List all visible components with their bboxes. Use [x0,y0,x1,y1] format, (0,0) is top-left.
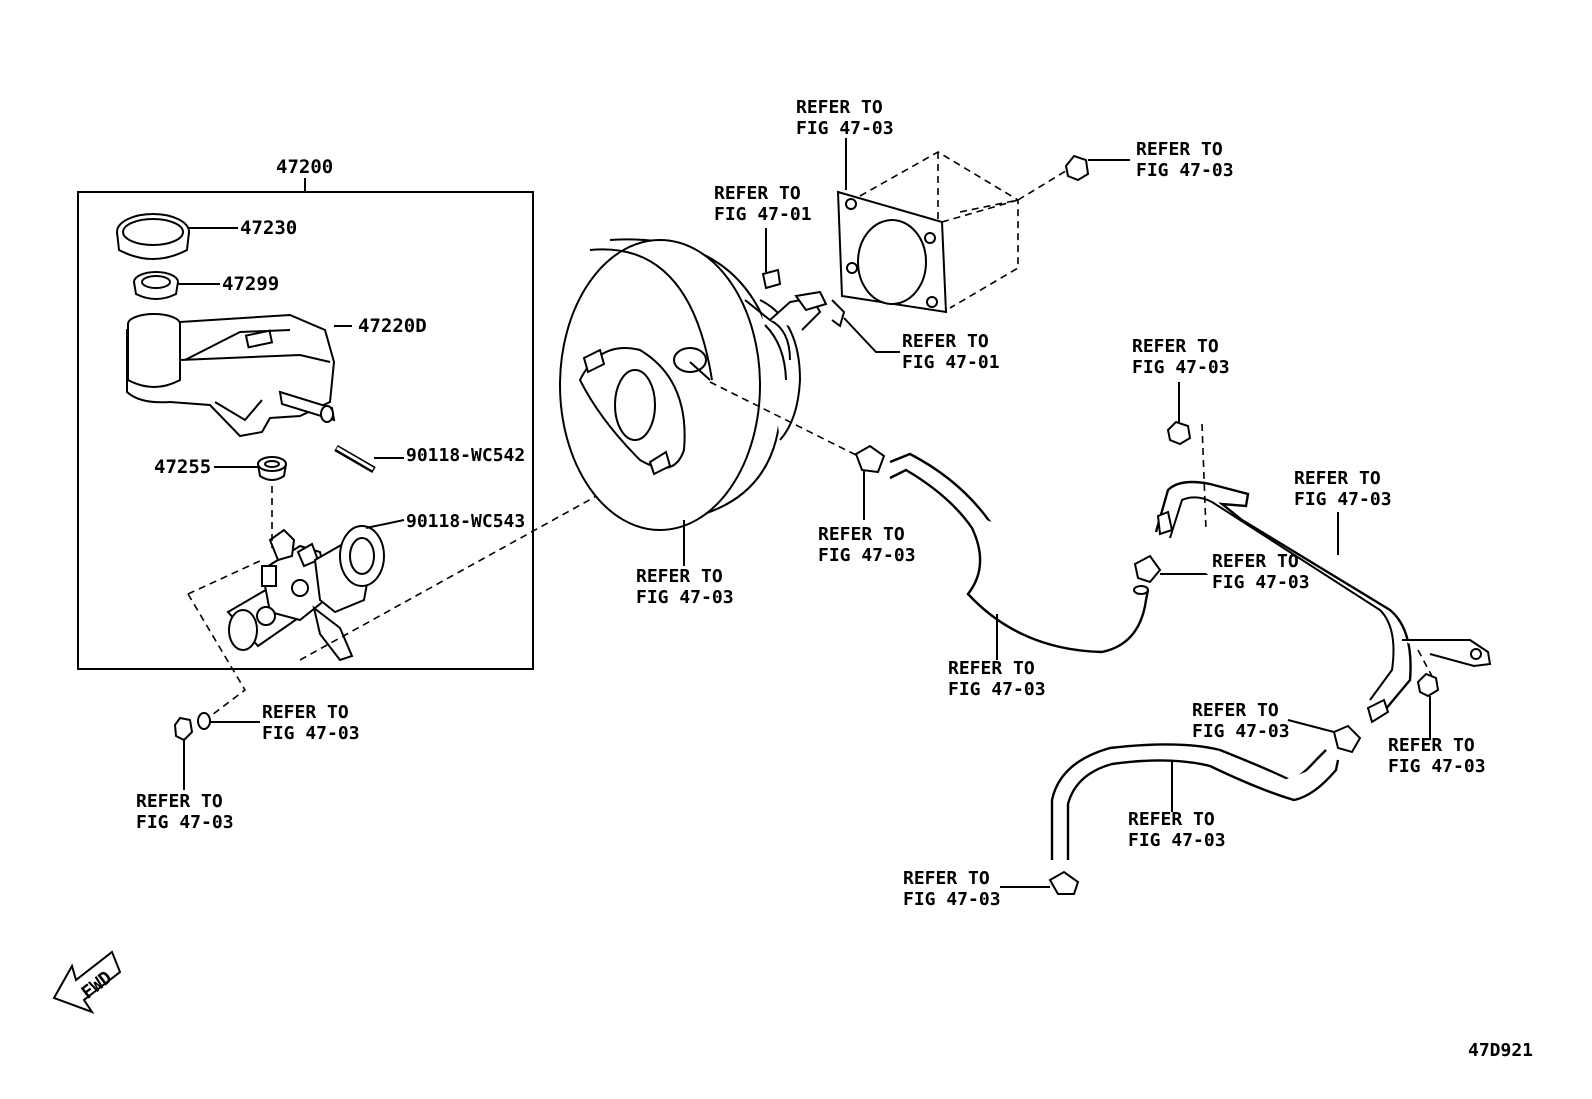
svg-text:REFER TO: REFER TO [948,658,1035,679]
svg-text:FIG 47-03: FIG 47-03 [636,587,734,608]
part-number-47220D: 47220D [358,315,427,337]
svg-text:REFER TO: REFER TO [1294,468,1381,489]
vacuum-hose-main [889,452,1150,660]
part-number-47255: 47255 [154,456,211,478]
svg-text:REFER TO: REFER TO [818,524,905,545]
svg-text:FIG 47-03: FIG 47-03 [1212,572,1310,593]
svg-text:REFER TO: REFER TO [714,183,801,204]
vacuum-hose-upper [1154,423,1492,724]
reservoir-pin [334,444,404,474]
part-number-47230: 47230 [240,217,297,239]
svg-text:FIG 47-03: FIG 47-03 [818,545,916,566]
brake-fluid-reservoir [126,313,352,438]
svg-text:FIG 47-01: FIG 47-01 [714,204,812,225]
svg-text:REFER TO: REFER TO [262,702,349,723]
hose-clip-3 [1287,719,1362,754]
hose-clip-4 [1000,870,1080,895]
svg-text:REFER TO: REFER TO [1132,336,1219,357]
callout-gasket-nut: REFER TO FIG 47-03 [1136,139,1234,181]
reservoir-grommet [214,456,287,481]
callout-hose-clip-2: REFER TO FIG 47-03 [1212,551,1310,593]
diagram-id: 47D921 [1468,1040,1533,1061]
callout-nut: REFER TO FIG 47-03 [136,791,234,833]
callout-stud-pin: REFER TO FIG 47-01 [714,183,812,225]
part-number-90118-WC542: 90118-WC542 [406,445,525,466]
part-number-47299: 47299 [222,273,279,295]
callout-booster: REFER TO FIG 47-03 [636,566,734,608]
hose-clip-2 [1133,554,1208,584]
gasket-nut [1064,154,1130,182]
hose-nut-2 [1416,672,1440,740]
reservoir-strainer [133,271,220,300]
svg-text:FIG 47-03: FIG 47-03 [136,812,234,833]
svg-text:REFER TO: REFER TO [796,97,883,118]
callout-clip: REFER TO FIG 47-01 [902,331,1000,373]
svg-text:REFER TO: REFER TO [1212,551,1299,572]
svg-text:REFER TO: REFER TO [636,566,723,587]
svg-text:FIG 47-03: FIG 47-03 [1128,830,1226,851]
brake-booster [559,228,900,566]
fwd-arrow-icon: FWD [52,950,122,1014]
svg-text:REFER TO: REFER TO [1136,139,1223,160]
master-cylinder [226,519,405,662]
svg-text:FIG 47-03: FIG 47-03 [1388,756,1486,777]
svg-text:REFER TO: REFER TO [1388,735,1475,756]
nut-and-washer [173,712,260,790]
reservoir-cap [116,213,238,260]
callout-hose-clip-3: REFER TO FIG 47-03 [1192,700,1290,742]
svg-text:FIG 47-03: FIG 47-03 [1192,721,1290,742]
callout-washer: REFER TO FIG 47-03 [262,702,360,744]
callout-main-hose: REFER TO FIG 47-03 [948,658,1046,700]
svg-text:REFER TO: REFER TO [903,868,990,889]
callout-lower-hose: REFER TO FIG 47-03 [1128,809,1226,851]
svg-text:FIG 47-01: FIG 47-01 [902,352,1000,373]
svg-text:FIG 47-03: FIG 47-03 [1132,357,1230,378]
svg-text:FIG 47-03: FIG 47-03 [948,679,1046,700]
hose-clip-1 [709,381,886,520]
callout-upper-hose: REFER TO FIG 47-03 [1294,468,1392,510]
assembly-47200: 47200 [77,156,534,670]
booster-gasket [836,138,1075,314]
svg-text:REFER TO: REFER TO [136,791,223,812]
svg-text:FIG 47-03: FIG 47-03 [1294,489,1392,510]
hose-nut-1 [1166,382,1192,446]
svg-text:FIG 47-03: FIG 47-03 [796,118,894,139]
svg-text:FIG 47-03: FIG 47-03 [1136,160,1234,181]
callout-hose-nut-2: REFER TO FIG 47-03 [1388,735,1486,777]
svg-text:REFER TO: REFER TO [1128,809,1215,830]
callout-gasket: REFER TO FIG 47-03 [796,97,894,139]
callout-hose-clip-4: REFER TO FIG 47-03 [903,868,1001,910]
svg-text:FIG 47-03: FIG 47-03 [903,889,1001,910]
part-number-90118-WC543: 90118-WC543 [406,511,525,532]
callout-hose-clip-1: REFER TO FIG 47-03 [818,524,916,566]
callout-hose-nut-1: REFER TO FIG 47-03 [1132,336,1230,378]
part-number-47200: 47200 [276,156,333,178]
svg-text:FIG 47-03: FIG 47-03 [262,723,360,744]
svg-text:REFER TO: REFER TO [902,331,989,352]
vacuum-hose-lower [1050,743,1340,860]
svg-text:REFER TO: REFER TO [1192,700,1279,721]
assembly-guide-lines [187,461,659,719]
